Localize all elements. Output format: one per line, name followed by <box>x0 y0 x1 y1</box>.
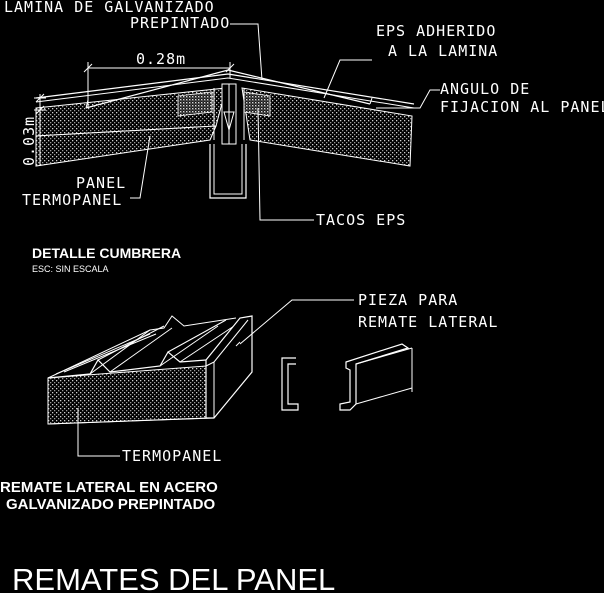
c-profile-perspective <box>339 343 410 411</box>
dim-width-label: 0.28m <box>136 50 186 68</box>
title-escala: ESC: SIN ESCALA <box>32 264 109 274</box>
label-angulo-2: FIJACION AL PANEL <box>440 98 604 116</box>
title-remate-2: GALVANIZADO PREPINTADO <box>6 496 215 513</box>
label-panel-1: PANEL <box>76 174 126 192</box>
leader-pieza <box>239 299 354 345</box>
title-remate-1: REMATE LATERAL EN ACERO <box>0 479 218 496</box>
top-sheet <box>35 73 415 105</box>
lateral-flashing-detail: PIEZA PARA REMATE LATERAL TERMOPANEL REM… <box>0 291 498 513</box>
right-panel-core <box>241 87 413 167</box>
main-title: REMATES DEL PANEL <box>12 562 335 593</box>
panel-top-profile <box>47 351 207 379</box>
eps-block-left <box>177 91 213 117</box>
label-tacos: TACOS EPS <box>316 211 406 229</box>
termopanel-front-face <box>47 365 209 425</box>
ridge-detail: 0.28m 0.03m LAMINA DE GALVANIZADO PREPIN… <box>4 0 604 274</box>
title-detalle: DETALLE CUMBRERA <box>32 245 181 261</box>
label-eps-2: A LA LAMINA <box>388 42 498 60</box>
label-eps-1: EPS ADHERIDO <box>376 22 496 40</box>
label-pieza-2: REMATE LATERAL <box>358 313 498 331</box>
leader-eps <box>323 59 372 99</box>
label-lamina-2: PREPINTADO <box>130 14 230 32</box>
ridge-channel <box>209 144 247 199</box>
leader-lamina <box>230 23 263 81</box>
left-panel-bottom <box>35 125 217 167</box>
leader-panel <box>130 135 151 199</box>
leader-termopanel <box>77 408 120 457</box>
c-profile-section <box>281 357 299 411</box>
label-angulo-1: ANGULO DE <box>440 80 530 98</box>
eps-block-right <box>243 91 271 117</box>
label-lamina-1: LAMINA DE GALVANIZADO <box>4 0 215 16</box>
leader-angulo <box>376 89 440 109</box>
leader-tacos <box>257 107 314 221</box>
dim-height-label: 0.03m <box>20 116 38 166</box>
top-sheet-inner <box>35 77 415 109</box>
flashing-side <box>205 315 253 419</box>
label-pieza-1: PIEZA PARA <box>358 291 458 309</box>
label-termopanel: TERMOPANEL <box>122 447 222 465</box>
label-panel-2: TERMOPANEL <box>22 191 122 209</box>
